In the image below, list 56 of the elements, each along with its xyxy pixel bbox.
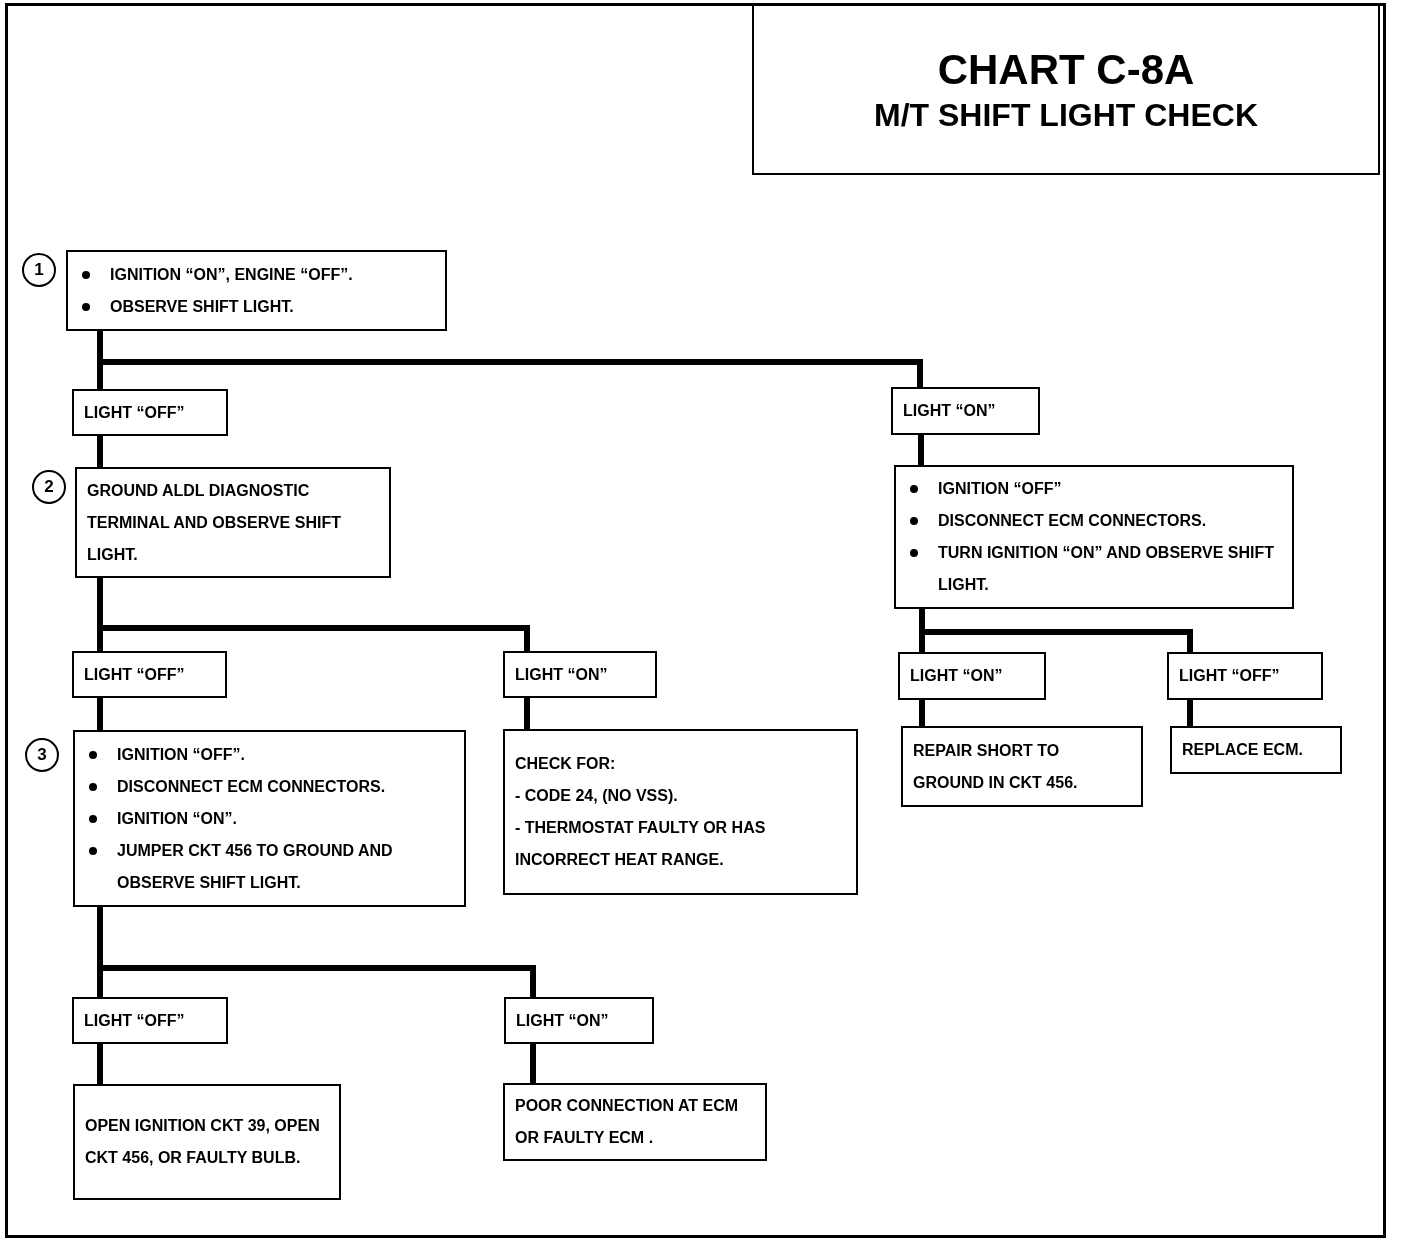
step-box: [891, 387, 1040, 435]
step-text: LIGHT “OFF”: [84, 664, 186, 685]
step-box: [73, 730, 466, 907]
connector-line: [530, 1044, 536, 1083]
connector-line: [1187, 700, 1193, 726]
step-box: [504, 997, 654, 1044]
step-box: [898, 652, 1046, 700]
connector-line: [524, 698, 530, 729]
step-text: LIGHT “ON”: [903, 401, 997, 421]
step-text: LIGHT “ON”: [910, 666, 1004, 686]
step-box: [72, 389, 228, 436]
step-box: [1167, 652, 1323, 700]
title-box: [752, 4, 1380, 175]
step-text: - THERMOSTAT FAULTY OR HAS INCORRECT HEAT RANGE.: [515, 818, 767, 870]
connector-line: [97, 578, 530, 651]
step-box: [73, 1084, 341, 1200]
step-text: TURN IGNITION “ON” AND OBSERVE SHIFT LIGHT.: [938, 543, 1275, 595]
step-text: LIGHT “OFF”: [84, 402, 186, 423]
step-box: [72, 997, 228, 1044]
step-text: OBSERVE SHIFT LIGHT.: [110, 296, 294, 317]
step-text: LIGHT “OFF”: [1179, 666, 1281, 686]
connector-line: [919, 700, 925, 726]
connector-line: [97, 436, 103, 467]
step-text: IGNITION “OFF”.: [117, 744, 245, 765]
step-text: IGNITION “ON”, ENGINE “OFF”.: [110, 264, 353, 285]
step-text: LIGHT “OFF”: [84, 1010, 186, 1031]
step-box: [503, 729, 858, 895]
step-text: POOR CONNECTION AT ECM OR FAULTY ECM .: [515, 1096, 740, 1148]
connector-line: [97, 1044, 103, 1084]
step-text: - CODE 24, (NO VSS).: [515, 786, 679, 806]
step-text: LIGHT “ON”: [515, 664, 609, 685]
step-text: DISCONNECT ECM CONNECTORS.: [117, 776, 386, 797]
connector-line: [97, 698, 103, 730]
step-text: IGNITION “ON”.: [117, 808, 237, 829]
step-box: [72, 651, 227, 698]
step-text: JUMPER CKT 456 TO GROUND AND OBSERVE SHIFT LIGHT.: [117, 840, 394, 893]
step-text: REPLACE ECM.: [1182, 740, 1304, 760]
step-box: [75, 467, 391, 578]
step-box: [66, 250, 447, 331]
step-text: IGNITION “OFF”: [938, 479, 1062, 499]
step-box: [901, 726, 1143, 807]
step-box: [503, 1083, 767, 1161]
step-box: [894, 465, 1294, 609]
connector-line: [919, 609, 1193, 652]
connector-line: [97, 907, 536, 997]
step-text: CHECK FOR:: [515, 754, 617, 774]
step-box: [503, 651, 657, 698]
connector-line: [918, 435, 924, 465]
step-text: REPAIR SHORT TO GROUND IN CKT 456.: [913, 740, 1079, 793]
step-text: OPEN IGNITION CKT 39, OPEN CKT 456, OR FAULTY BULB.: [85, 1116, 321, 1168]
step-text: GROUND ALDL DIAGNOSTIC TERMINAL AND OBSERVE SHIFT LIGHT.: [87, 480, 342, 565]
step-text: LIGHT “ON”: [516, 1010, 610, 1031]
step-text: DISCONNECT ECM CONNECTORS.: [938, 511, 1207, 531]
chart-title: CHART C-8A: [937, 48, 1195, 91]
chart-subtitle: M/T SHIFT LIGHT CHECK: [874, 98, 1258, 131]
step-box: [1170, 726, 1342, 774]
